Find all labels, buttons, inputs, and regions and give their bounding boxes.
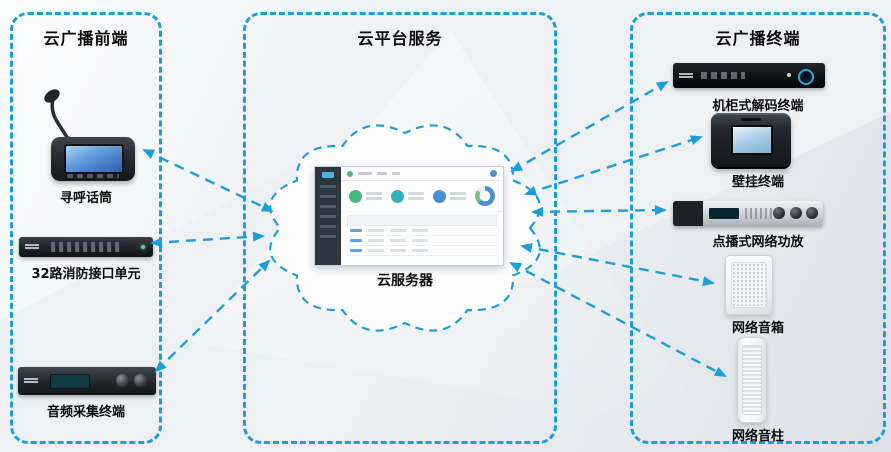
stat-icon: [391, 189, 404, 203]
microphone-buttons: [67, 174, 119, 178]
device-label: 壁挂终端: [731, 175, 784, 190]
rack-decoder-terminal-image: [673, 63, 825, 88]
power-ring: [798, 69, 814, 85]
speaker-grille: [731, 262, 767, 308]
device-label: 网络音柱: [731, 429, 784, 444]
nav-text-placeholder: [392, 172, 400, 175]
knob: [773, 207, 785, 219]
table-row: [347, 236, 497, 246]
dashboard-sidebar: [315, 167, 341, 265]
cloud-server-dashboard-image: [314, 166, 504, 266]
dashboard-menu-item: [320, 205, 336, 208]
dashboard-logo-icon: [322, 172, 334, 178]
wall-terminal-image: [711, 113, 791, 169]
knob: [806, 207, 818, 219]
device-label: 音频采集终端: [46, 405, 125, 420]
fire-interface-unit-image: [19, 237, 153, 257]
dashboard-stats-row: [341, 181, 503, 212]
port-row: [51, 242, 121, 252]
status-led: [141, 245, 145, 249]
dashboard-table: [347, 215, 497, 265]
amplifier-left-panel: [673, 201, 703, 226]
dashboard-menu-item: [320, 185, 336, 188]
dashboard-menu-item: [320, 195, 336, 198]
device-label: 点播式网络功放: [712, 235, 804, 250]
audio-collect-terminal-image: [18, 367, 156, 395]
nav-text-placeholder: [358, 172, 372, 175]
microphone-screen: [64, 144, 124, 174]
stat-card: [391, 189, 424, 203]
stat-card: [349, 189, 382, 203]
cloud-server-label: 云服务器: [377, 273, 433, 289]
brand-logo-icon: [25, 244, 39, 250]
stat-card: [433, 189, 466, 203]
network-column-speaker-image: [737, 337, 767, 423]
network-speaker-image: [725, 255, 773, 315]
device-display: [50, 374, 90, 389]
dashboard-menu-item: [320, 225, 336, 228]
network-amplifier-image: [673, 201, 823, 226]
knob: [134, 374, 147, 387]
nav-text-placeholder: [377, 172, 387, 175]
table-row: [347, 246, 497, 256]
dashboard-topbar: [341, 167, 503, 181]
stat-text-placeholder: [408, 190, 424, 203]
device-label: 寻呼话筒: [59, 191, 112, 206]
brand-logo-icon: [24, 378, 38, 384]
stat-icon: [349, 189, 362, 203]
dashboard-menu-item: [320, 235, 336, 238]
panel-terminal-title: 云广播终端: [715, 29, 801, 48]
speaker-slot: [741, 118, 761, 121]
indicator-dot: [787, 73, 791, 77]
terminal-screen: [731, 125, 773, 155]
knob: [116, 374, 129, 387]
device-label: 32路消防接口单元: [31, 267, 141, 282]
panel-frontend: 云广播前端 寻呼话筒 32路消防接口单元 音频采集终端: [10, 12, 162, 444]
status-dot-icon: [347, 170, 353, 177]
panel-terminal: 云广播终端 机柜式解码终端 壁挂终端 点播式网络功放 网络音箱: [630, 12, 886, 444]
device-label: 机柜式解码终端: [712, 99, 804, 114]
panel-platform-title: 云平台服务: [357, 29, 443, 48]
device-label: 网络音箱: [731, 321, 784, 336]
device-display: [709, 208, 739, 219]
stat-text-placeholder: [450, 190, 466, 203]
paging-microphone-image: [33, 85, 143, 185]
table-row: [347, 226, 497, 236]
brand-logo-icon: [679, 72, 693, 79]
front-panel-text: [701, 72, 745, 79]
dashboard-menu-item: [320, 215, 336, 218]
microphone-base: [51, 137, 135, 181]
donut-chart-icon: [475, 186, 495, 206]
table-header: [347, 215, 497, 226]
knob: [790, 207, 802, 219]
speaker-grille: [742, 345, 762, 415]
panel-frontend-title: 云广播前端: [43, 29, 129, 48]
stat-text-placeholder: [366, 190, 382, 203]
stat-icon: [433, 189, 446, 203]
dashboard-main: [341, 167, 503, 265]
avatar: [490, 170, 497, 177]
